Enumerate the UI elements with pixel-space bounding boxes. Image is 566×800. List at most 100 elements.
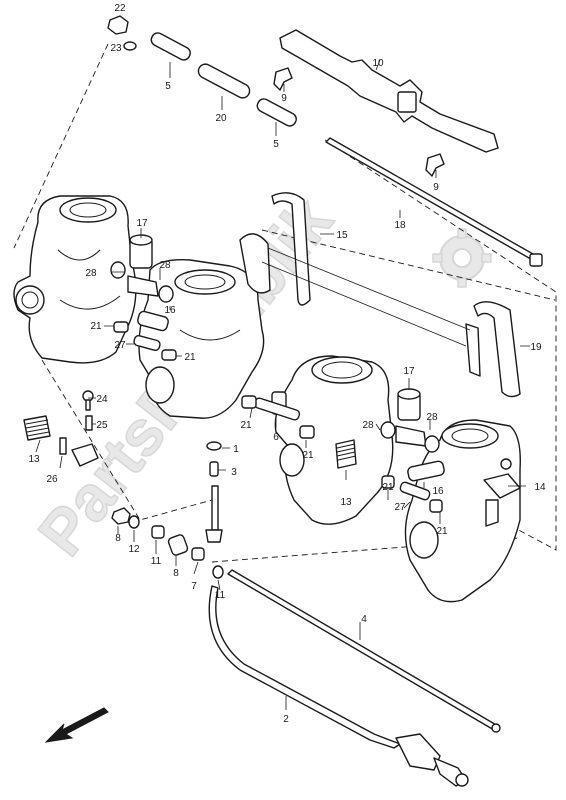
fitting-21-f [429,499,443,513]
carburetor-right [404,419,521,603]
callout-19: 19 [530,342,542,353]
hose-20 [197,63,251,99]
hose-5-upper [150,32,191,61]
callout-14: 14 [534,482,546,493]
callout-18: 18 [394,220,406,231]
callout-21-c: 21 [240,420,252,431]
hose-19 [465,301,521,398]
clip-9-upper [273,67,293,91]
callout-3: 3 [231,467,237,478]
arrow-front-left-icon [44,707,109,743]
gear-icon [432,228,492,288]
callout-17-right: 17 [403,366,415,377]
bracket-10 [279,29,499,153]
assembly-outline [13,43,557,563]
callout-9-lower: 9 [433,182,439,193]
o-ring-28-b [158,285,174,303]
callout-21-a: 21 [90,321,102,332]
vent-tube-leader [261,247,471,347]
fitting-16-left [137,310,169,332]
callout-28-d: 28 [426,412,438,423]
hose-15 [239,192,311,306]
callout-20: 20 [215,113,227,124]
callout-11-b: 11 [215,590,226,601]
nut-8-a [111,507,131,525]
callout-21-f: 21 [436,526,448,537]
carburetor-middle-right [274,355,394,525]
callouts: 22 23 5 20 5 9 10 9 18 15 17 28 28 16 21… [28,3,546,725]
nut-22 [107,15,129,35]
o-ring-28-c [380,421,396,439]
screw-3 [205,461,223,543]
fitting-21-e [381,475,395,489]
callout-21-e: 21 [382,482,394,493]
callout-28-a: 28 [85,268,97,279]
callout-1: 1 [233,444,239,455]
callout-7: 7 [191,581,197,592]
callout-6: 6 [273,432,279,443]
bracket-14 [483,458,521,527]
o-ring-28-d [424,435,440,453]
screw-26 [59,437,67,455]
fitting-27-b [399,481,431,501]
callout-4: 4 [361,614,367,625]
callout-13-left: 13 [28,454,40,465]
washer-11-b [212,565,224,579]
hose-5-lower [256,98,297,127]
washer-23 [123,41,137,51]
callout-5-upper: 5 [165,81,171,92]
callout-16-right: 16 [432,486,444,497]
sleeve-8-b [167,534,189,556]
callout-12: 12 [128,544,140,555]
collar-11-a [151,525,165,539]
callout-21-b: 21 [184,352,196,363]
callout-2: 2 [283,714,289,725]
callout-22: 22 [114,3,126,14]
callout-9-upper: 9 [281,93,287,104]
callout-23: 23 [110,43,122,54]
washer-1 [206,441,222,451]
clip-9-lower [425,153,445,177]
callout-16-left: 16 [164,305,176,316]
leader-lines [35,59,530,710]
screw-24 [82,390,94,411]
cable-2 [208,585,469,787]
fitting-17-left [127,234,159,297]
rod-4 [227,569,501,733]
callout-5-lower: 5 [273,139,279,150]
callout-27-b: 27 [394,502,406,513]
bracket-arm [71,443,99,467]
callout-28-b: 28 [159,260,171,271]
callout-15: 15 [336,230,348,241]
fitting-21-a [113,321,129,333]
carburetor-left [13,195,137,364]
spring-13-right [335,439,357,469]
carburetor-middle-left [138,259,265,419]
fitting-16-right [407,460,445,482]
o-ring-28-a [110,261,126,279]
callout-24: 24 [96,394,108,405]
callout-26: 26 [46,474,58,485]
callout-27-a: 27 [114,340,126,351]
callout-17-left: 17 [136,218,148,229]
washer-12 [128,515,140,529]
callout-8-a: 8 [115,533,121,544]
fitting-17-right [395,388,427,447]
callout-11-a: 11 [151,556,162,567]
fitting-27-a [133,335,161,351]
callout-25: 25 [96,420,108,431]
callout-13-right: 13 [340,497,352,508]
callout-28-c: 28 [362,420,374,431]
cap-7 [191,547,205,561]
callout-8-b: 8 [173,568,179,579]
callout-10: 10 [372,58,384,69]
fitting-21-c [241,395,257,409]
screw-25 [85,415,93,431]
rod-18 [325,137,543,267]
callout-21-d: 21 [302,450,314,461]
fitting-21-b [161,349,177,361]
spring-13-left [23,415,51,441]
fitting-21-d [299,425,315,439]
